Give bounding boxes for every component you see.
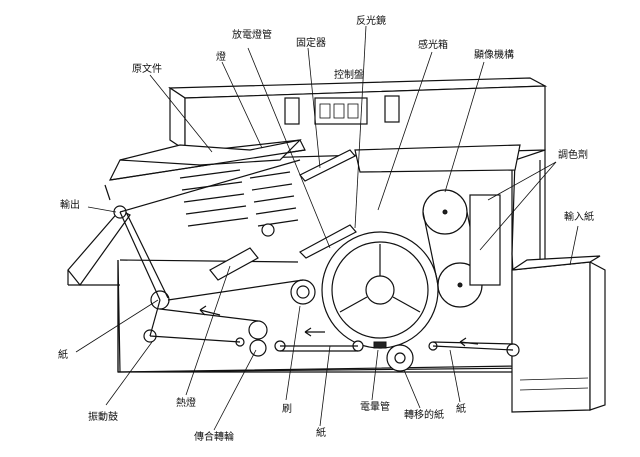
label-toner-brush: 調色劑: [558, 150, 588, 161]
label-electrode-tube: 電暈管: [360, 402, 390, 413]
label-coupling-gear: 傳合轉輪: [194, 432, 234, 443]
label-vibrating-drum: 振動鼓: [88, 412, 118, 423]
label-exposure-box: 感光箱: [418, 40, 448, 51]
label-output: 輸出: [60, 200, 80, 211]
label-mirror-lens: 反光鏡: [356, 16, 386, 27]
label-control-panel: 控制盤: [334, 70, 364, 81]
label-lamp: 燈: [216, 52, 226, 63]
label-brush: 刷: [282, 404, 292, 415]
label-paper-left: 紙: [58, 350, 68, 361]
label-developing-device: 顯像機構: [474, 50, 514, 61]
label-paper-bottom: 紙: [316, 428, 326, 439]
label-heat-lamp: 熱燈: [176, 398, 196, 409]
label-original: 原文件: [132, 64, 162, 75]
label-paper-right: 紙: [456, 404, 466, 415]
label-fixing-device: 固定器: [296, 38, 326, 49]
label-transfer-paper: 轉移的紙: [404, 410, 444, 421]
label-input-paper: 輸入紙: [564, 212, 594, 223]
label-discharge-tube: 放電燈管: [232, 30, 272, 41]
